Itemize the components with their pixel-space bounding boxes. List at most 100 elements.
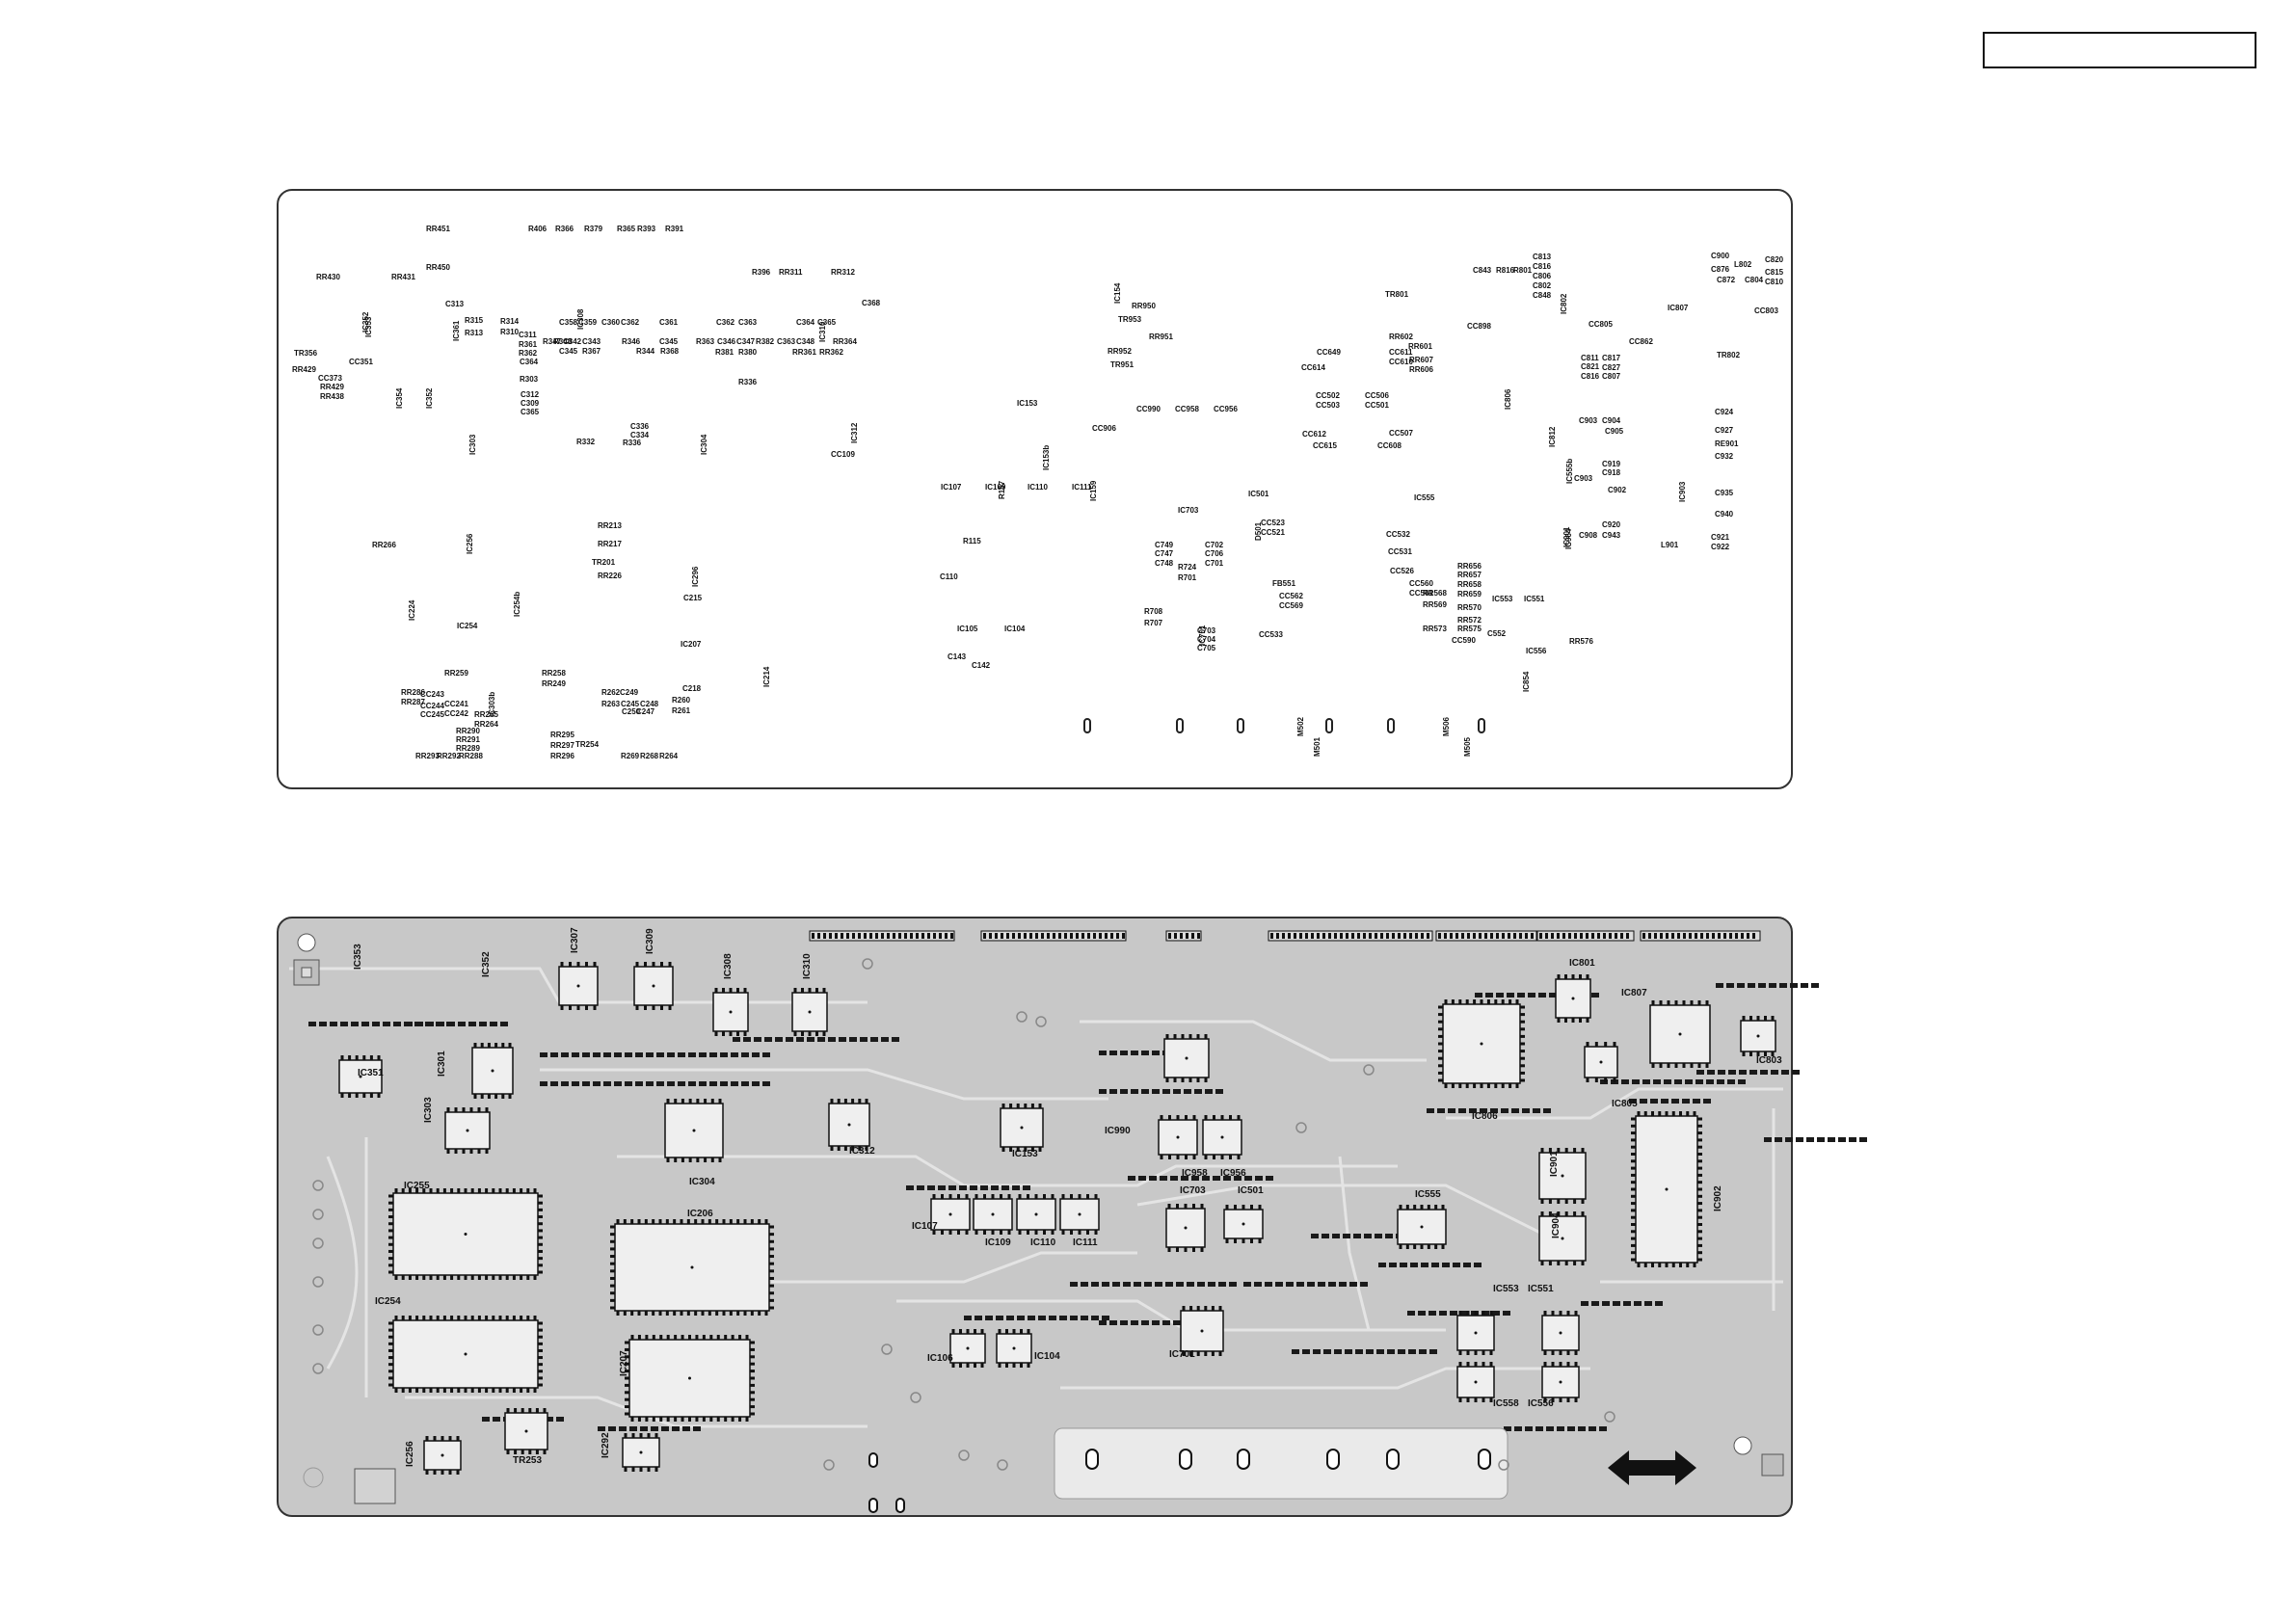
- ic-pin: [625, 1412, 629, 1416]
- ic-pin: [394, 1388, 398, 1393]
- ic-pin: [1168, 1115, 1171, 1120]
- slot-pad-outline: [1387, 718, 1395, 733]
- component-ref-label: C312: [521, 390, 540, 399]
- ic-pin: [769, 1247, 774, 1251]
- ic-pin: [508, 1094, 512, 1099]
- ic-designator: IC805: [1612, 1099, 1638, 1109]
- component-ref-label: CC611: [1389, 348, 1413, 357]
- component-ref-label: C703: [1197, 626, 1216, 635]
- connector-pin: [1490, 933, 1493, 939]
- smd-component: [1099, 1089, 1107, 1094]
- ic-center-dot: [688, 1376, 691, 1380]
- ic-pin: [538, 1376, 543, 1380]
- ic-pin: [429, 1388, 433, 1393]
- component-ref-label: RR292: [437, 752, 461, 760]
- ic-designator: IC301: [437, 1051, 447, 1077]
- smd-component: [1693, 1099, 1700, 1104]
- component-ref-label: C701: [1205, 559, 1224, 568]
- ic-pin: [1258, 1238, 1262, 1243]
- smd-component: [1525, 1426, 1533, 1431]
- smd-component: [1671, 1099, 1679, 1104]
- component-ref-label: C806: [1533, 272, 1552, 280]
- smd-component: [1176, 1282, 1184, 1287]
- ic-designator: IC307: [570, 927, 580, 953]
- smd-component: [1191, 1176, 1199, 1181]
- component-ref-label: RR264: [474, 720, 498, 729]
- connector-pin: [1299, 933, 1302, 939]
- ic-pin: [538, 1321, 543, 1325]
- connector-pin: [1415, 933, 1418, 939]
- ic-center-dot: [1561, 1237, 1564, 1240]
- fiducial-square: [1761, 1453, 1784, 1477]
- component-ref-label: C345: [659, 337, 679, 346]
- ic-designator: IC256: [405, 1441, 415, 1467]
- ic-pin: [1405, 1205, 1409, 1210]
- ic-pin: [1182, 1306, 1186, 1311]
- component-ref-label: RR259: [444, 669, 468, 678]
- ic-pin: [408, 1275, 412, 1280]
- ic-pin: [623, 1311, 627, 1316]
- smd-component: [1613, 1301, 1620, 1306]
- ic-pin: [450, 1275, 454, 1280]
- ic-pin: [1192, 1204, 1195, 1209]
- smd-component: [1254, 1282, 1262, 1287]
- ic-pin: [1225, 1238, 1229, 1243]
- ic-pin: [858, 1146, 862, 1151]
- ic-pin: [1020, 1363, 1023, 1368]
- ic-pin: [694, 1311, 698, 1316]
- ic-pin: [469, 1107, 473, 1112]
- ic-pin: [1192, 1155, 1196, 1159]
- smd-component: [1792, 1070, 1800, 1075]
- ic-pin: [610, 1225, 615, 1229]
- ic-pin: [750, 1383, 755, 1387]
- smd-component: [1296, 1282, 1304, 1287]
- component-ref-label: C821: [1581, 362, 1600, 371]
- smd-component: [1265, 1282, 1272, 1287]
- ic-pin: [1458, 999, 1462, 1004]
- component-ref-label: IC556: [1526, 647, 1547, 655]
- component-ref-label: IC254b: [513, 591, 521, 617]
- component-ref-label: RR288: [459, 752, 483, 760]
- smd-component: [1141, 1320, 1149, 1325]
- connector-pin: [1357, 933, 1360, 939]
- smd-component: [1578, 1426, 1586, 1431]
- smd-component: [1070, 1282, 1078, 1287]
- smd-component: [1661, 1099, 1669, 1104]
- via: [1363, 1064, 1375, 1076]
- smd-component: [1017, 1316, 1025, 1320]
- smd-component: [500, 1022, 508, 1026]
- ic-center-dot: [1012, 1346, 1016, 1350]
- smd-component: [490, 1022, 497, 1026]
- ic-pin: [647, 1433, 651, 1438]
- component-ref-label: CC803: [1754, 306, 1778, 315]
- component-ref-label: IC207: [681, 640, 702, 649]
- smd-component: [1450, 1311, 1457, 1316]
- smd-component: [699, 1081, 707, 1086]
- ic-pin: [505, 1316, 509, 1320]
- ic-pin: [348, 1055, 352, 1060]
- ic-pin: [433, 1436, 437, 1441]
- ic-pin: [388, 1370, 393, 1373]
- ic-center-dot: [692, 1129, 696, 1132]
- ic-pin: [769, 1298, 774, 1302]
- component-ref-label: RR576: [1569, 637, 1593, 646]
- smd-component: [651, 1426, 658, 1431]
- ic-pin: [702, 1335, 706, 1340]
- smd-component: [1410, 1263, 1418, 1267]
- connector-pin: [1403, 933, 1406, 939]
- smd-component: [593, 1052, 601, 1057]
- smd-component: [1492, 1311, 1500, 1316]
- component-ref-label: IC153b: [1042, 444, 1051, 470]
- ic-pin: [501, 1094, 505, 1099]
- smd-component: [1366, 1349, 1374, 1354]
- component-ref-label: CC109: [831, 450, 855, 459]
- ic-pin: [538, 1328, 543, 1332]
- smd-component: [980, 1185, 988, 1190]
- ic-pin: [1474, 1350, 1478, 1355]
- ic-pin: [388, 1264, 393, 1267]
- smd-component: [1353, 1234, 1361, 1238]
- smd-component: [1717, 1079, 1724, 1084]
- smd-component: [1120, 1051, 1128, 1055]
- smd-component: [1138, 1176, 1146, 1181]
- ic-pin: [1573, 1211, 1577, 1216]
